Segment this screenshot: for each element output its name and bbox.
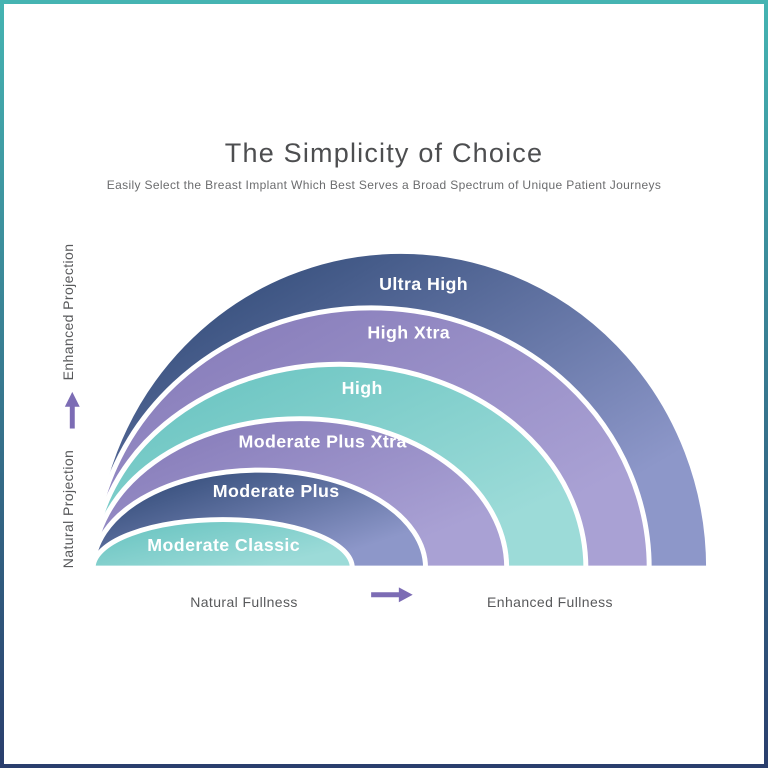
page-subtitle: Easily Select the Breast Implant Which B…	[106, 178, 662, 192]
x-axis-label-natural-fullness: Natural Fullness	[190, 594, 298, 610]
x-axis-label-enhanced-fullness: Enhanced Fullness	[487, 594, 613, 610]
page-title: The Simplicity of Choice	[224, 138, 544, 168]
x-axis-arrow-right-icon	[371, 587, 413, 603]
band-label-moderate-plus-xtra: Moderate Plus Xtra	[238, 431, 407, 451]
band-label-moderate-classic: Moderate Classic	[147, 535, 300, 555]
band-label-high-xtra: High Xtra	[367, 322, 450, 342]
band-moderate-classic	[90, 517, 355, 571]
y-axis-label-natural-projection: Natural Projection	[60, 449, 76, 569]
band-label-moderate-plus: Moderate Plus	[213, 481, 340, 501]
band-label-high: High	[342, 378, 383, 398]
band-label-ultra-high: Ultra High	[379, 274, 468, 294]
y-axis-arrow-up-icon	[64, 391, 80, 429]
y-axis-label-enhanced-projection: Enhanced Projection	[60, 243, 76, 381]
